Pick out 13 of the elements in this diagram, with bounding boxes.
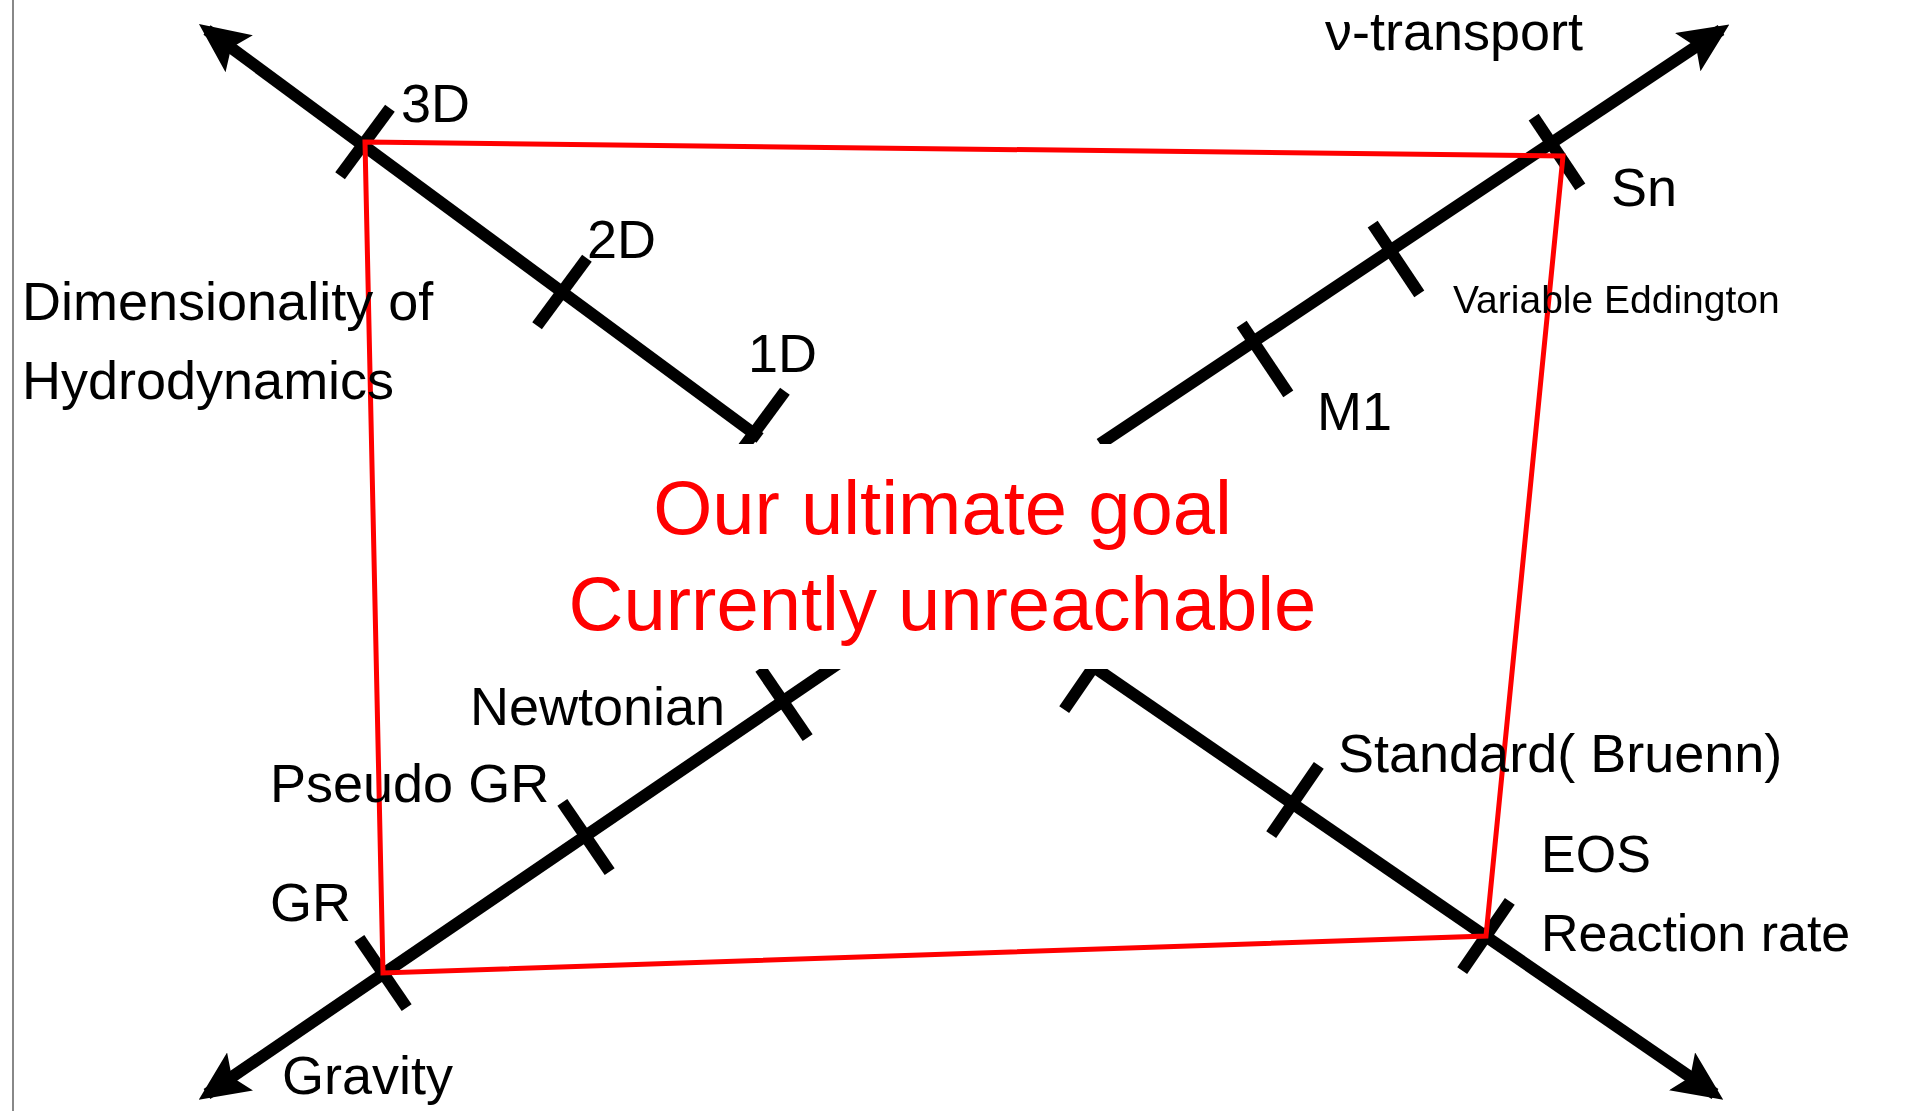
goal-text: Our ultimate goal (652, 466, 1233, 550)
tick-label: GR (270, 871, 351, 934)
tick-label: Reaction rate (1541, 904, 1851, 964)
tick-label: 1D (748, 322, 818, 385)
tick-label: EOS (1541, 825, 1651, 885)
tick-label: 2D (587, 208, 657, 271)
goal-text: Currently unreachable (567, 562, 1318, 646)
tick-label: Sn (1611, 156, 1678, 219)
tick-label: Newtonian (470, 675, 726, 738)
tick-label: 3D (401, 72, 471, 135)
axis-title: Gravity (282, 1044, 454, 1107)
axis-title: ν-transport (1325, 0, 1584, 63)
tick-label: M1 (1317, 380, 1392, 443)
